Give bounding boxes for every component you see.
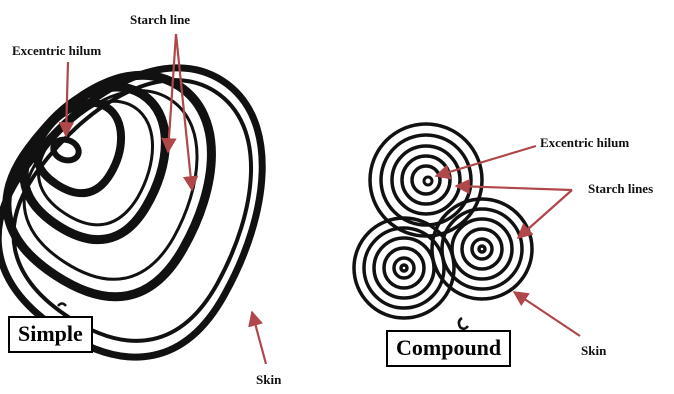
compound-hilum: [424, 177, 432, 185]
label-compound-skin: Skin: [581, 344, 606, 357]
arrow-compound-starch-a: [456, 186, 572, 190]
arrow-compound-starch-b: [518, 190, 572, 238]
arrow-compound-hilum: [436, 146, 536, 176]
label-simple-starch: Starch line: [130, 13, 190, 26]
title-simple: Simple: [8, 316, 93, 353]
simple-hilum: [50, 136, 81, 164]
arrow-simple-starch-a: [168, 34, 176, 152]
arrow-simple-starch-b: [176, 34, 192, 190]
arrow-simple-skin: [252, 312, 266, 364]
label-simple-skin: Skin: [256, 373, 281, 386]
ink-mark: [58, 304, 66, 307]
title-compound: Compound: [386, 330, 511, 367]
ink-mark: [459, 318, 468, 329]
label-simple-hilum: Excentric hilum: [12, 44, 101, 57]
arrow-compound-skin: [514, 292, 580, 336]
annotation-arrows: [66, 34, 580, 364]
compound-starch-grain: [354, 124, 532, 318]
compound-granule-right: [432, 199, 532, 299]
label-compound-starch: Starch lines: [588, 182, 653, 195]
label-compound-hilum: Excentric hilum: [540, 136, 629, 149]
